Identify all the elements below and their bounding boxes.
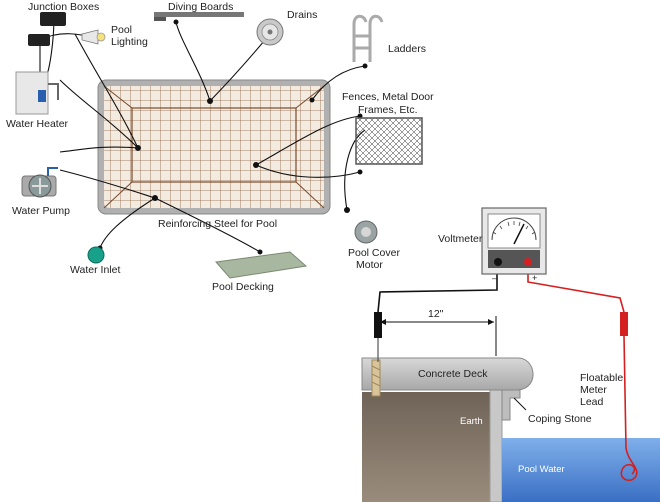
drain-icon: [256, 18, 284, 46]
floatable-lead-label-2: Meter: [580, 384, 607, 396]
diving-boards-label: Diving Boards: [168, 1, 233, 13]
floatable-lead-label-3: Lead: [580, 396, 604, 408]
water-heater-label: Water Heater: [6, 118, 69, 130]
ladder-icon: [352, 14, 384, 62]
coping-stone-label: Coping Stone: [528, 413, 592, 425]
earth-block: [362, 392, 492, 502]
pool-water-label: Pool Water: [518, 464, 565, 475]
water-inlet-label: Water Inlet: [70, 264, 120, 276]
voltmeter-label: Voltmeter: [438, 233, 483, 245]
black-test-lead: [374, 262, 498, 362]
pool-light-icon: [81, 29, 106, 45]
pool-decking-label: Pool Decking: [212, 281, 274, 293]
pool-decking-icon: [215, 251, 308, 279]
pool-cover-motor-label-1: Pool Cover: [348, 247, 400, 259]
pool-lighting-label-1: Pool: [111, 24, 132, 36]
pool-wall: [489, 389, 503, 502]
water-pump-icon: [21, 167, 58, 198]
reinforcing-steel-label: Reinforcing Steel for Pool: [158, 218, 277, 230]
fences-label-1: Fences, Metal Door: [342, 91, 434, 103]
coping-stone-arrow: [513, 397, 527, 411]
diving-board-icon: [154, 12, 244, 21]
pool-cover-motor-label-2: Motor: [356, 259, 383, 271]
earth-label: Earth: [460, 416, 483, 427]
pool-reinforcing-steel: [97, 79, 331, 215]
coping-stone: [501, 389, 521, 421]
distance-label: 12": [428, 308, 444, 320]
water-inlet-icon: [87, 246, 105, 264]
distance-dimension: [377, 316, 497, 356]
pool-cover-motor-icon: [354, 220, 378, 244]
floatable-lead-label-1: Floatable: [580, 372, 623, 384]
fences-label-2: Frames, Etc.: [358, 104, 418, 116]
voltmeter-icon: [481, 207, 547, 275]
drains-label: Drains: [287, 9, 317, 21]
ground-probe: [371, 359, 381, 397]
junction-boxes-label: Junction Boxes: [28, 1, 99, 13]
concrete-deck-label: Concrete Deck: [418, 368, 488, 380]
pool-lighting-label-2: Lighting: [111, 36, 148, 48]
junction-box-icon: [28, 12, 66, 46]
voltmeter-plus-label: +: [532, 273, 537, 283]
water-heater-icon: [15, 71, 59, 115]
water-pump-label: Water Pump: [12, 205, 70, 217]
voltmeter-minus-label: –: [492, 273, 497, 283]
fence-icon: [355, 117, 423, 165]
ladders-label: Ladders: [388, 43, 426, 55]
